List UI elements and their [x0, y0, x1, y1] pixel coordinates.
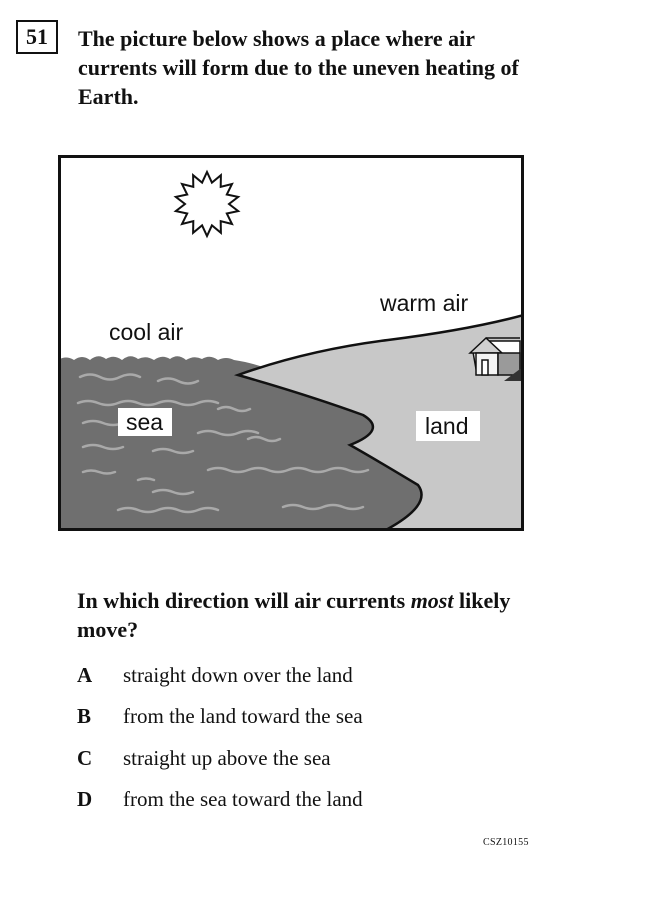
- choice-text: straight up above the sea: [123, 745, 331, 770]
- choice-text: from the land toward the sea: [123, 703, 363, 728]
- house-icon: [468, 336, 524, 381]
- land-label: land: [425, 413, 468, 439]
- figure-illustration: warm air cool air sea land: [58, 155, 524, 531]
- choice-letter: B: [77, 703, 92, 728]
- choice-text: straight down over the land: [123, 662, 353, 687]
- choice-d[interactable]: D from the sea toward the land: [77, 785, 363, 813]
- choice-c[interactable]: C straight up above the sea: [77, 744, 331, 772]
- figure-border: [58, 155, 524, 531]
- prompt-text-before: In which direction will air currents: [77, 588, 411, 613]
- air-currents-figure: warm air cool air sea land: [58, 155, 524, 531]
- choice-letter: D: [77, 786, 93, 811]
- sun-icon: [173, 169, 241, 239]
- prompt-emphasis: most: [410, 588, 454, 613]
- sea-label: sea: [126, 409, 163, 435]
- choice-text: from the sea toward the land: [123, 786, 363, 811]
- cool-air-label: cool air: [109, 319, 183, 345]
- question-number: 51: [16, 20, 58, 54]
- land-area: [238, 315, 524, 531]
- question-prompt: In which direction will air currents mos…: [77, 586, 557, 644]
- sea-waves: [76, 373, 370, 514]
- question-text: The picture below shows a place where ai…: [78, 26, 519, 109]
- sea-label-box: [118, 408, 172, 436]
- choice-a[interactable]: A straight down over the land: [77, 661, 353, 689]
- choice-letter: A: [77, 662, 93, 687]
- warm-air-label: warm air: [379, 290, 469, 316]
- coastline: [233, 313, 524, 531]
- choice-letter: C: [77, 745, 93, 770]
- item-code: CSZ10155: [483, 837, 529, 848]
- choice-b[interactable]: B from the land toward the sea: [77, 702, 363, 730]
- land-label-box: [416, 411, 480, 441]
- sea-area: [58, 356, 422, 531]
- prompt-text-after: likely move?: [77, 588, 511, 642]
